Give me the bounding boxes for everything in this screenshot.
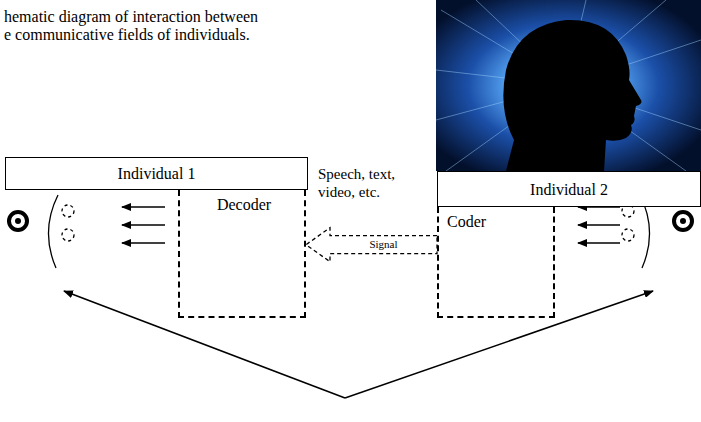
pointer-arrow [64,291,345,398]
node-text: Individual 1 [118,164,196,183]
node-text: Decoder [217,195,271,214]
signal-arrow [306,228,437,262]
head-photo [436,0,701,171]
edge-label: Signal [367,238,399,251]
individual-box: Individual 2 [437,171,701,207]
node-text: Coder [447,212,486,231]
field-arc [48,195,58,268]
individual-box: Individual 1 [5,157,308,190]
caption-text: hematic diagram of interaction between e… [4,8,259,44]
node-text: Individual 2 [530,180,608,199]
eye-symbol [9,212,27,230]
signal-kinds-label: Speech, text, video, etc. [318,165,414,201]
eye-symbol [674,212,692,230]
coder-box: Coder [437,207,555,318]
decoder-box: Decoder [178,190,306,318]
pointer-arrow [345,291,653,398]
